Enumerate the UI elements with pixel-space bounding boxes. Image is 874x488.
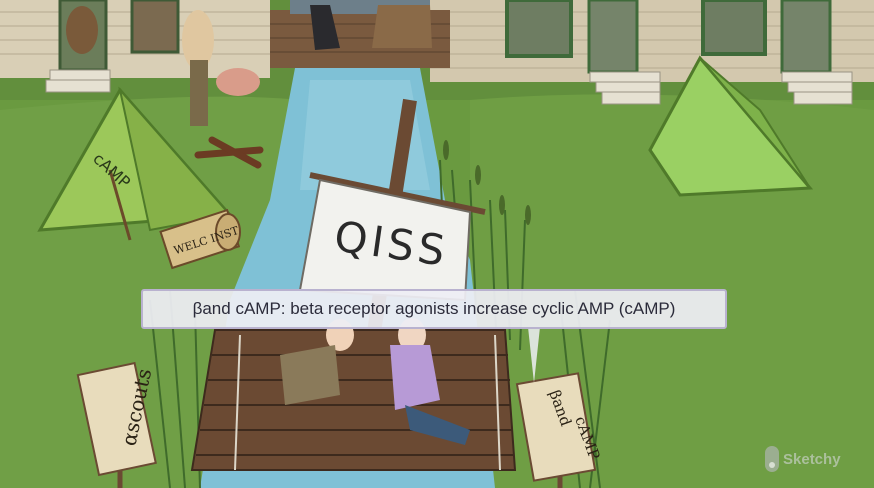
caption-pointer <box>528 327 540 383</box>
welcome-sign <box>159 208 241 270</box>
alpha-scouts-sign <box>76 361 157 488</box>
sketchy-logo-icon <box>765 446 779 472</box>
cabins <box>0 0 874 105</box>
caption-text: βand cAMP: beta receptor agonists increa… <box>192 299 676 318</box>
raft <box>190 329 517 471</box>
sketchy-watermark: Sketchy <box>765 446 841 472</box>
background-characters <box>66 5 432 126</box>
left-tent <box>37 86 234 241</box>
caption-box: βand cAMP: beta receptor agonists increa… <box>141 289 727 329</box>
band-camp-sign <box>515 372 597 488</box>
watermark-text: Sketchy <box>783 450 841 468</box>
right-tent <box>648 55 814 197</box>
